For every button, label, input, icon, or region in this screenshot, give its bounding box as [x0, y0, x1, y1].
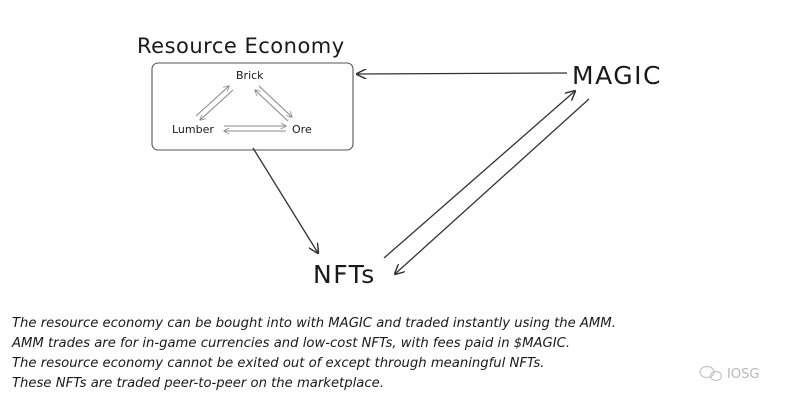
diagram-title: Resource Economy [137, 34, 345, 58]
magic-to-nfts-arrow [395, 98, 590, 274]
caption-line-3: The resource economy cannot be exited ou… [12, 356, 544, 371]
caption-line-4: These NFTs are traded peer-to-peer on th… [12, 376, 384, 391]
lumber-node: Lumber [172, 123, 214, 136]
nfts-node: NFTs [313, 260, 376, 289]
resource-to-nfts-arrow [252, 147, 318, 253]
brick-to-ore-arrow [258, 85, 292, 117]
brick-to-lumber-arrow [200, 89, 234, 120]
lumber-to-brick-arrow [195, 86, 229, 117]
nfts-to-magic-arrow [383, 91, 575, 259]
watermark: IOSG [699, 365, 759, 382]
brick-node: Brick [236, 69, 264, 82]
caption-line-1: The resource economy can be bought into … [12, 316, 616, 331]
magic-node: MAGIC [572, 61, 662, 90]
watermark-label: IOSG [727, 367, 759, 382]
chat-bubble-icon [699, 365, 723, 382]
resource-economy-box [151, 62, 354, 151]
ore-node: Ore [292, 123, 312, 136]
magic-to-resource-arrow [357, 73, 568, 74]
ore-to-brick-arrow [255, 90, 289, 122]
caption-line-2: AMM trades are for in-game currencies an… [11, 336, 570, 351]
